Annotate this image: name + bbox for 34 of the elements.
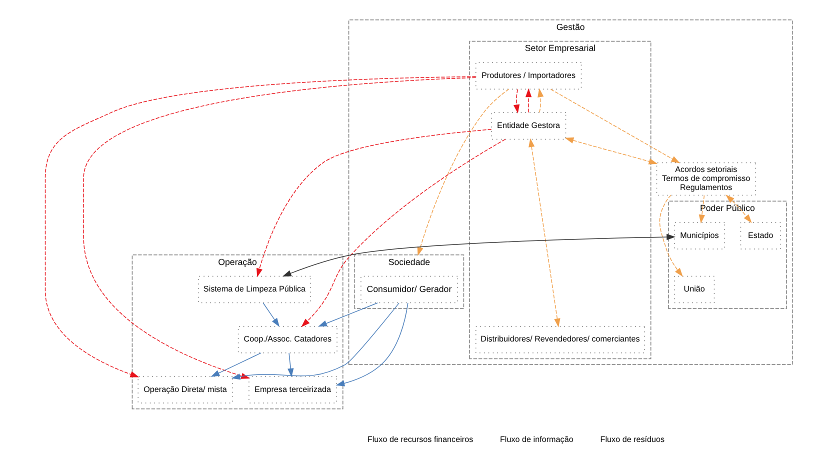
legend-label: Fluxo de recursos financeiros [367, 434, 474, 444]
arrow [525, 88, 532, 113]
node-box: Empresa terceirizada [248, 376, 338, 404]
arrow [288, 352, 294, 378]
arrow [538, 88, 544, 113]
node-box: União [674, 276, 715, 304]
node-box: Acordos setoriais Termos de compromisso Regulamentos [656, 162, 756, 196]
node-box: Distribuidores/ Revendedores/ comerciantes [476, 326, 645, 354]
arrow [513, 88, 520, 114]
node-box: Coop./Assoc. Catadores [238, 326, 338, 354]
arrow [564, 137, 658, 164]
arrow [262, 302, 280, 327]
arrow [417, 88, 510, 256]
arrow [659, 194, 683, 277]
node-box: Entidade Gestora [491, 112, 566, 140]
legend-label: Fluxo de informação [500, 434, 574, 444]
arrow [550, 88, 680, 164]
arrow [726, 194, 752, 224]
arrow [528, 138, 560, 328]
node-box: Consumidor/ Gerador [360, 276, 458, 304]
legend-label: Fluxo de resíduos [600, 434, 665, 444]
node-box: Estado [740, 222, 781, 250]
node-box: Municípios [674, 222, 725, 250]
arrow [301, 138, 506, 328]
arrow [698, 195, 705, 224]
arrow [210, 352, 262, 377]
node-box: Operação Direta/ mista [138, 376, 233, 404]
node-box: Sistema de Limpeza Pública [198, 276, 311, 304]
arrow [282, 234, 676, 277]
arrow [336, 302, 408, 386]
arrow [318, 302, 378, 327]
arrow [256, 128, 492, 278]
arrow [231, 302, 400, 380]
node-box: Produtores / Importadores [476, 62, 582, 90]
